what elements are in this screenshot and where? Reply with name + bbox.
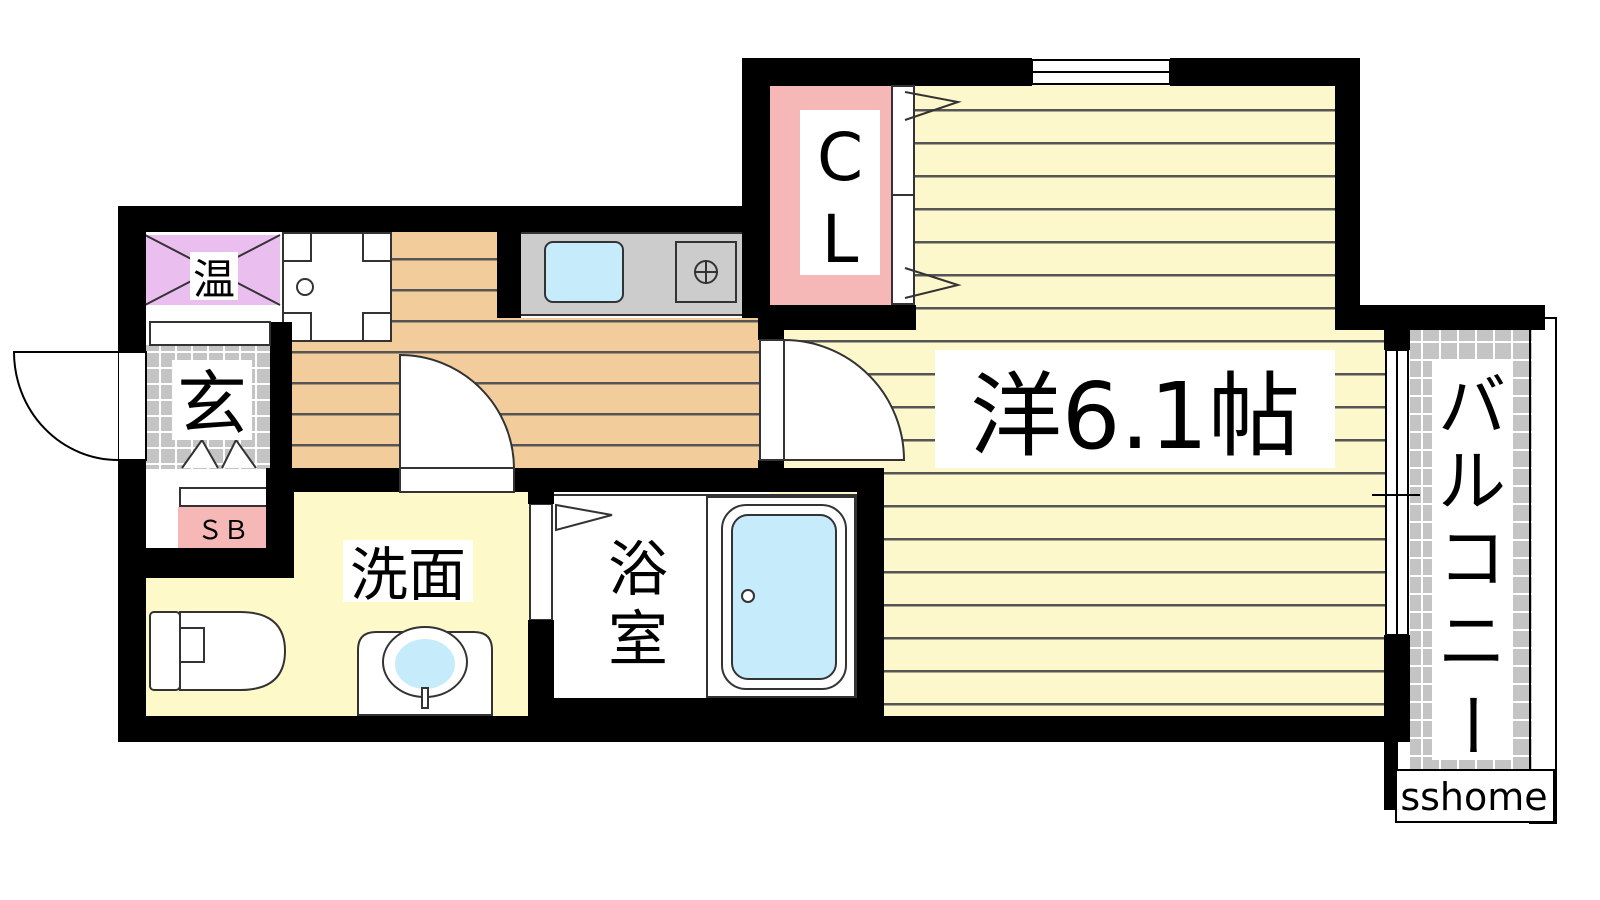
bathtub <box>706 496 856 698</box>
entrance-label: 玄 <box>177 363 247 445</box>
balcony-label-5: ー <box>1430 691 1509 759</box>
top-window <box>1031 59 1171 85</box>
bath-door <box>529 503 613 621</box>
entrance-door <box>12 351 147 461</box>
shoe-box <box>178 507 268 549</box>
washroom-door <box>399 353 516 493</box>
balcony-window <box>1372 349 1420 636</box>
closet-doors <box>891 85 962 305</box>
entrance-frame <box>149 321 271 469</box>
kitchen-floor <box>292 230 762 470</box>
western-room-door <box>759 338 906 461</box>
toilet <box>149 611 287 691</box>
closet-label: C <box>817 119 863 196</box>
shoe-box-label: ＳＢ <box>197 516 249 546</box>
watermark: sshome <box>1400 775 1547 819</box>
balcony-label-1: バ <box>1438 368 1506 447</box>
sink <box>544 241 624 303</box>
washer-pan <box>282 232 392 342</box>
washroom-label: 洗面 <box>350 541 466 609</box>
closet-label-l: L <box>822 201 859 278</box>
bath-label-1: 浴 <box>608 535 668 605</box>
western-room-label: 洋6.1帖 <box>970 363 1300 470</box>
balcony-label-3: コ <box>1438 520 1506 599</box>
kitchen-counter <box>519 232 759 316</box>
walls <box>118 58 1545 810</box>
balcony-label-4: ニ <box>1438 603 1506 682</box>
balcony-label-2: ル <box>1438 443 1506 522</box>
water-heater-label: 温 <box>193 255 235 304</box>
wash-basin <box>357 626 493 716</box>
bath-label-2: 室 <box>608 605 668 675</box>
